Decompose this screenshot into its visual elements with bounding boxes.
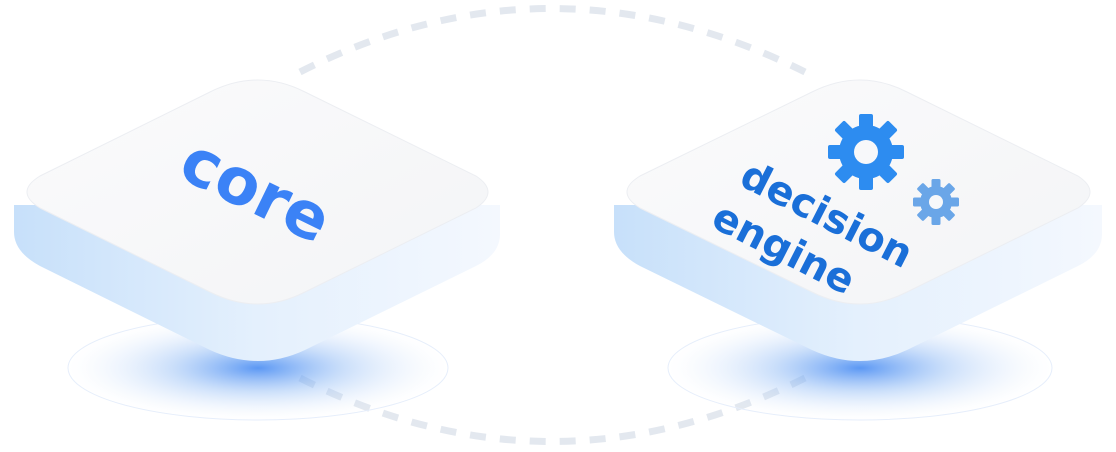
tile-decision-engine: decision engine — [614, 79, 1102, 421]
connector-top-arc — [298, 5, 807, 76]
tile-decision-engine-shadow — [668, 316, 1052, 420]
tile-core-shadow — [68, 316, 448, 420]
gear-large-icon — [828, 114, 904, 190]
gear-small-icon — [913, 179, 959, 225]
tile-core: core — [14, 79, 500, 421]
tile-decision-engine-top — [626, 79, 1091, 305]
tile-core-top — [26, 79, 489, 305]
